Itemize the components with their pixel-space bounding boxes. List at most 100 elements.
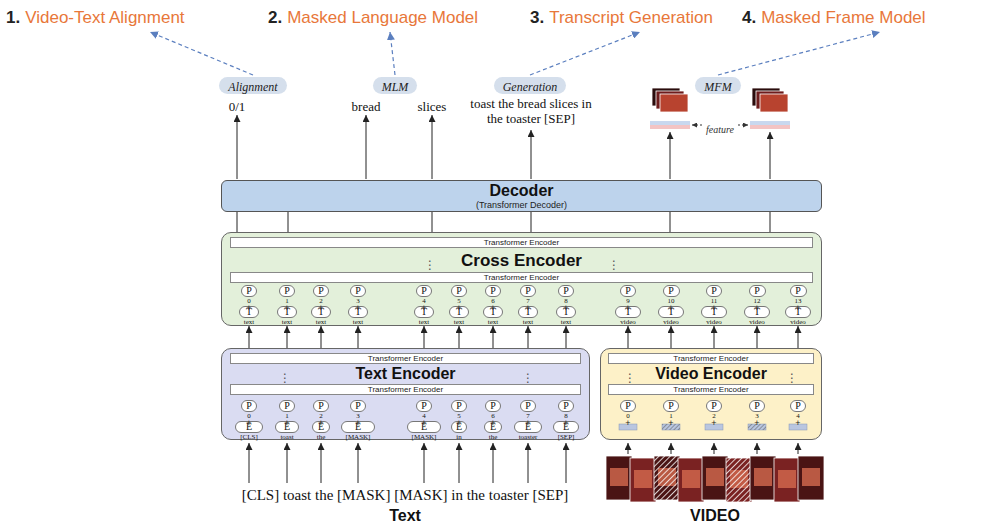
token-box: P12: [749, 285, 766, 297]
label-anchor: 3.: [530, 8, 544, 28]
task-name: Alignment: [228, 80, 277, 94]
token-symbol: P: [711, 286, 718, 296]
transformer-layer-bar: Transformer Encoder: [230, 353, 581, 364]
token-subscript: text: [561, 319, 572, 326]
dashed-arrow: [150, 32, 253, 75]
token-box: P3: [350, 400, 366, 412]
video-frame: [606, 456, 632, 500]
token-box: P7: [520, 285, 536, 297]
plus-sign: +: [318, 419, 323, 428]
token-symbol: P: [318, 401, 324, 411]
token-box: P1: [279, 285, 295, 297]
dashed-arrow: [390, 32, 395, 75]
input-arrow: [528, 443, 529, 483]
token-subscript: text: [454, 319, 465, 326]
token-box: P6: [485, 400, 501, 412]
feature-bar: [750, 125, 790, 129]
label-anchor: 0/1: [229, 97, 246, 115]
label-anchor: 1.: [6, 8, 20, 28]
video-frame: [750, 456, 776, 500]
token-subscript: video: [706, 319, 722, 326]
masked-frame: [654, 456, 680, 500]
token-box: P6: [485, 285, 501, 297]
token-symbol: P: [456, 286, 462, 296]
video-frame: [654, 456, 680, 500]
transformer-layer-bar: Transformer Encoder: [230, 384, 581, 395]
input-sentence: [CLS] toast the [MASK] [MASK] in the toa…: [242, 487, 569, 504]
video-frame: [702, 456, 728, 500]
output-token: slices: [418, 99, 447, 114]
frame-scene: [634, 470, 652, 488]
plus-sign: +: [711, 419, 716, 428]
token-box: P1: [663, 400, 679, 412]
token-symbol: P: [490, 286, 496, 296]
connector: [493, 326, 494, 348]
feature-bar: [650, 125, 690, 129]
token-symbol: P: [284, 286, 290, 296]
token-symbol: P: [668, 286, 675, 296]
plus-sign: +: [525, 419, 530, 428]
layer-name: Transformer Encoder: [231, 385, 580, 394]
label-anchor: 2.: [268, 8, 282, 28]
plus-sign: +: [355, 304, 360, 313]
token-box: P0: [241, 400, 257, 412]
video-frame: [774, 458, 800, 502]
video-frame: [630, 458, 656, 502]
token-symbol: P: [525, 286, 531, 296]
connector: [628, 326, 629, 348]
plus-sign: +: [754, 304, 759, 313]
frame-scene: [754, 468, 772, 486]
connector: [566, 326, 567, 348]
feature-arrow: [692, 125, 702, 126]
token-subscript: the: [489, 434, 498, 441]
token-symbol: P: [355, 286, 361, 296]
token-box: P0: [241, 285, 257, 297]
box-subtitle: (Transformer Decoder): [222, 200, 821, 210]
task-number: 2.: [268, 8, 282, 28]
transformer-layer-bar: Transformer Encoder: [608, 353, 814, 364]
plus-sign: +: [711, 304, 716, 313]
label-anchor: toast the bread slices in the toaster [S…: [463, 96, 599, 126]
label-anchor: ⋮: [608, 255, 620, 273]
frame-image: [660, 94, 688, 112]
transformer-layer-bar: Transformer Encoder: [608, 384, 814, 395]
frame-scene: [610, 468, 628, 486]
token-subscript: [MASK]: [412, 434, 437, 441]
token-box: P13: [790, 285, 807, 297]
token-symbol: P: [456, 401, 462, 411]
feature-bar: [750, 121, 790, 125]
token-subscript: video: [749, 319, 765, 326]
task-name: Masked Language Model: [287, 8, 478, 28]
layer-name: Transformer Encoder: [609, 354, 813, 363]
label-anchor: bread: [352, 97, 381, 115]
frame-scene: [706, 468, 724, 486]
connector: [432, 212, 433, 232]
box-title: Cross Encoder: [222, 251, 821, 271]
token-box: P2: [706, 400, 722, 412]
label-anchor: Video-Text Alignment: [25, 8, 184, 28]
label-anchor: slices: [418, 97, 447, 115]
ellipsis-dots: ⋮: [424, 259, 436, 271]
plus-sign: +: [563, 419, 568, 428]
label-anchor: ⋮: [279, 368, 291, 386]
token-symbol: P: [625, 286, 631, 296]
output-sentence: toast the bread slices in the toaster [S…: [463, 96, 599, 126]
plus-sign: +: [421, 419, 426, 428]
output-token: bread: [352, 99, 381, 114]
frame-scene: [778, 470, 796, 488]
token-subscript: [SEP]: [558, 434, 575, 441]
box-title: Decoder: [222, 182, 821, 200]
plus-sign: +: [563, 304, 568, 313]
token-symbol: P: [490, 401, 496, 411]
plus-sign: +: [246, 419, 251, 428]
label-anchor: ⋮: [522, 368, 534, 386]
input-arrow: [493, 443, 494, 483]
label-anchor: [CLS] toast the [MASK] [MASK] in the toa…: [242, 486, 569, 504]
connector: [714, 326, 715, 348]
output-arrow: [432, 115, 433, 179]
output-arrow: [670, 132, 671, 179]
token-symbol: P: [563, 286, 569, 296]
connector: [321, 326, 322, 348]
token-box: P0: [620, 400, 636, 412]
connector: [757, 326, 758, 348]
